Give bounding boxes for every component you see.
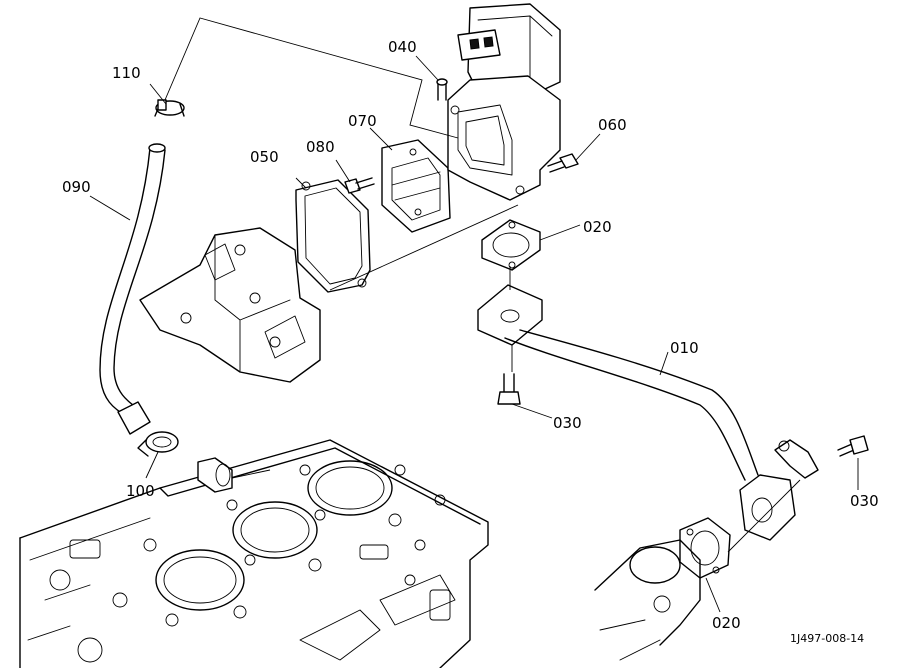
egr-valve-040 <box>436 3 561 201</box>
bolt-030-left <box>497 373 521 405</box>
hose-090 <box>99 143 166 435</box>
gasket-020-upper <box>481 219 541 271</box>
cylinder-head <box>19 439 489 668</box>
label-080: 080 <box>306 138 335 156</box>
label-070: 070 <box>348 112 377 130</box>
part-labels: 010 020 020 030 030 040 050 060 070 080 … <box>62 38 879 645</box>
reed-valve-070 <box>381 139 451 233</box>
label-090: 090 <box>62 178 91 196</box>
label-030-right: 030 <box>850 492 879 510</box>
hose-fitting <box>197 457 233 493</box>
bolt-030-right <box>837 435 869 457</box>
egr-pipe-010 <box>477 284 819 541</box>
label-020-lower: 020 <box>712 614 741 632</box>
label-050: 050 <box>250 148 279 166</box>
label-110: 110 <box>112 64 141 82</box>
gasket-050 <box>295 179 371 293</box>
gasket-020-lower <box>679 517 731 579</box>
bolt-060 <box>547 153 579 173</box>
label-040: 040 <box>388 38 417 56</box>
label-020-upper: 020 <box>583 218 612 236</box>
leader-lines <box>89 55 859 613</box>
label-010: 010 <box>670 339 699 357</box>
assembly-lines <box>164 17 801 553</box>
label-100: 100 <box>126 482 155 500</box>
reference-code: 1J497-008-14 <box>790 632 864 645</box>
clamp-100 <box>137 431 179 457</box>
label-030-left: 030 <box>553 414 582 432</box>
bolt-080 <box>344 177 375 194</box>
label-060: 060 <box>598 116 627 134</box>
exhaust-manifold <box>594 539 701 661</box>
clamp-110 <box>154 99 185 117</box>
intake-body <box>139 227 321 383</box>
